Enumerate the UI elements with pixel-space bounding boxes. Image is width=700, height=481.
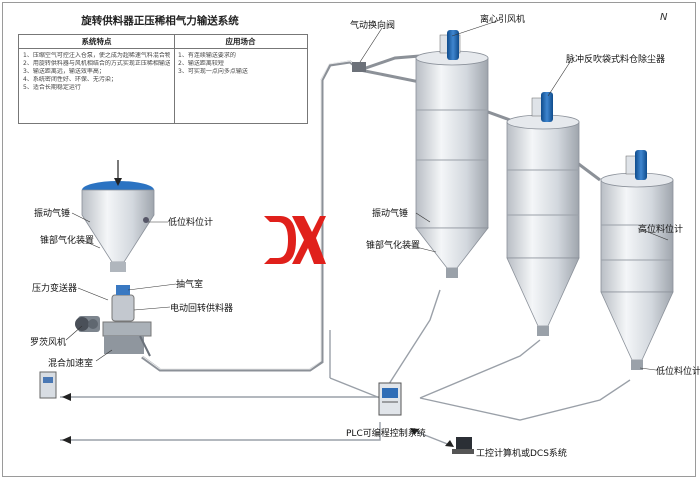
compass-icon: N bbox=[660, 12, 668, 23]
roots-blower bbox=[75, 316, 100, 332]
label-high-level: 高位料位计 bbox=[638, 225, 684, 235]
diagram-title: 旋转供料器正压稀相气力输送系统 bbox=[81, 15, 239, 27]
usage-column: 应用场合 1、有连续输送要求的 2、输送距离较短 3、可实现一点向多点输送 bbox=[174, 35, 307, 123]
label-low-level-left: 低位料位计 bbox=[168, 218, 214, 228]
rotary-feeder bbox=[102, 285, 152, 357]
outer-frame bbox=[2, 2, 696, 477]
label-pulse-filter: 脉冲反吹袋式料仓除尘器 bbox=[566, 55, 666, 65]
control-cabinet bbox=[39, 371, 57, 399]
label-pneumatic-valve: 气动换向阀 bbox=[350, 21, 396, 31]
usage-item: 1、有连续输送要求的 bbox=[178, 52, 236, 59]
label-ipc: 工控计算机或DCS系统 bbox=[476, 449, 567, 459]
label-centrifugal-fan: 离心引风机 bbox=[480, 15, 526, 25]
usage-item: 2、输送距离较短 bbox=[178, 60, 224, 67]
label-plc: PLC可编程控制系统 bbox=[346, 429, 426, 439]
feature-item: 2、用旋转供料器与风机相结合的方式实现正压稀相输送； bbox=[23, 60, 170, 67]
label-suction-chamber: 抽气室 bbox=[176, 280, 204, 290]
label-cone-aerator-left: 锥部气化装置 bbox=[40, 236, 95, 246]
label-mixing-chamber: 混合加速室 bbox=[48, 359, 94, 369]
label-electric-rotary-feeder: 电动回转供料器 bbox=[170, 304, 234, 314]
silo bbox=[415, 30, 489, 278]
features-header: 系统特点 bbox=[19, 35, 174, 49]
label-low-level-right: 低位料位计 bbox=[656, 367, 700, 377]
label-vibrator-left: 振动气锤 bbox=[34, 209, 71, 219]
logo bbox=[262, 212, 326, 268]
leader-lines bbox=[65, 19, 669, 371]
computer-icon bbox=[452, 437, 474, 454]
label-cone-aerator-mid: 锥部气化装置 bbox=[366, 241, 421, 251]
feed-hopper bbox=[81, 160, 155, 272]
silo bbox=[600, 150, 674, 370]
control-lines bbox=[60, 289, 631, 446]
feature-item: 1、压缩空气可控注入仓泵，使之成为超稀速气料混合物； bbox=[23, 52, 170, 59]
feature-item: 4、系统密闭性好、环保、无污染； bbox=[23, 76, 117, 83]
label-roots-blower: 罗茨风机 bbox=[30, 338, 67, 348]
feature-item: 5、适合长期稳定运行 bbox=[23, 84, 81, 91]
feature-item: 3、输送距离远，输送效率高； bbox=[23, 68, 105, 75]
features-column: 系统特点 1、压缩空气可控注入仓泵，使之成为超稀速气料混合物； 2、用旋转供料器… bbox=[19, 35, 175, 123]
silo bbox=[506, 92, 580, 336]
usage-item: 3、可实现一点向多点输送 bbox=[178, 68, 248, 75]
label-pressure-transmitter: 压力变送器 bbox=[32, 284, 78, 294]
usage-header: 应用场合 bbox=[174, 35, 307, 49]
arrow-icon bbox=[62, 393, 454, 447]
label-vibrator-mid: 振动气锤 bbox=[372, 209, 409, 219]
spec-table: 系统特点 1、压缩空气可控注入仓泵，使之成为超稀速气料混合物； 2、用旋转供料器… bbox=[18, 34, 308, 124]
plc-cabinet bbox=[378, 382, 402, 416]
